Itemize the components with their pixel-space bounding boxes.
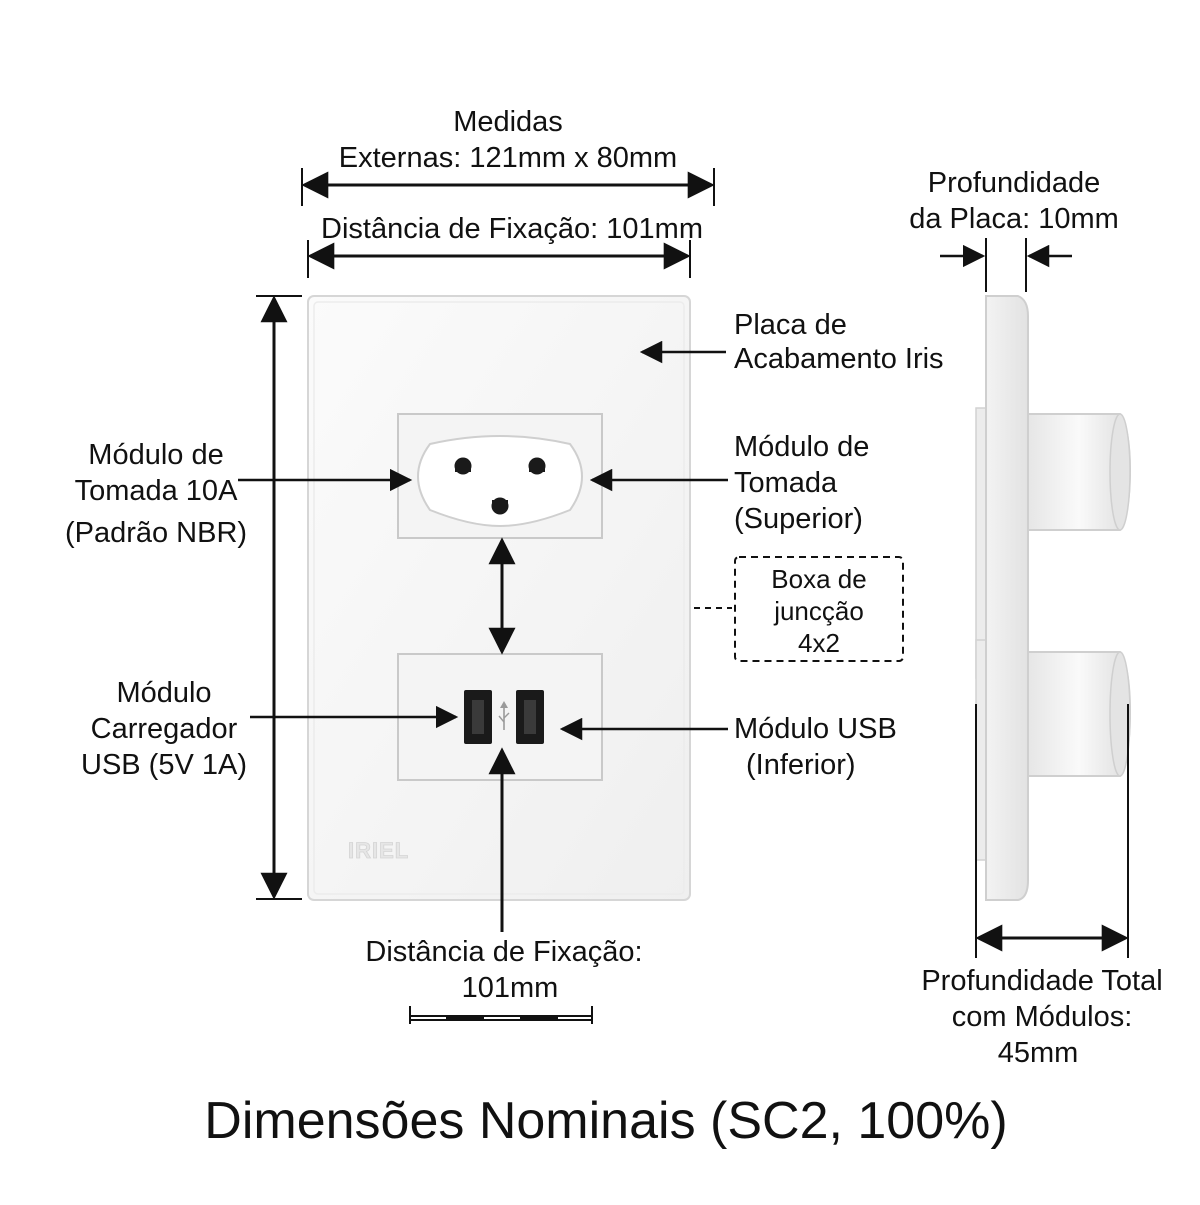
junction-box-line2: juncção <box>773 596 864 626</box>
fixing-bottom-line2: 101mm <box>462 972 559 1004</box>
socket-left-callout: Módulo de Tomada 10A (Padrão NBR) <box>65 439 413 549</box>
plate-depth-line1: Profundidade <box>928 167 1101 199</box>
total-depth-line2: com Módulos: <box>952 1001 1133 1033</box>
plate-depth-line2: da Placa: 10mm <box>909 203 1119 235</box>
junction-box-line1: Boxa de <box>771 564 866 594</box>
external-dimension: Medidas Externas: 121mm x 80mm <box>301 106 715 206</box>
usb-left-line1: Módulo <box>116 677 211 709</box>
front-plate: IRIEL <box>307 295 691 901</box>
junction-box-callout: Boxa de juncção 4x2 <box>694 556 904 662</box>
fixing-bottom-line1: Distância de Fixação: <box>365 936 642 968</box>
usb-left-line2: Carregador <box>91 713 238 745</box>
fixing-dimension-bottom: Distância de Fixação: 101mm <box>365 936 643 1024</box>
usb-port-left <box>464 690 492 744</box>
total-depth-line3: 45mm <box>998 1037 1079 1069</box>
usb-module-side <box>1027 651 1132 777</box>
usb-left-line3: USB (5V 1A) <box>81 749 247 781</box>
side-view <box>975 295 1132 901</box>
diagram-title: Dimensões Nominais (SC2, 100%) <box>204 1092 1007 1150</box>
plate-side-profile <box>985 295 1029 901</box>
usb-right-line1: Módulo USB <box>734 713 897 745</box>
socket-right-line2: Tomada <box>734 467 838 499</box>
socket-left-line2: Tomada 10A <box>75 475 238 507</box>
socket-right-callout: Módulo de Tomada (Superior) <box>589 431 869 535</box>
socket-module <box>397 413 603 539</box>
socket-left-line1: Módulo de <box>88 439 223 471</box>
socket-right-line3: (Superior) <box>734 503 863 535</box>
total-depth-dimension: Profundidade Total com Módulos: 45mm <box>921 704 1163 1069</box>
junction-box-line3: 4x2 <box>798 628 840 658</box>
plate-label-line1: Placa de <box>734 309 847 341</box>
usb-port-right <box>516 690 544 744</box>
brand-logo: IRIEL <box>348 838 409 863</box>
plate-callout: Placa de Acabamento Iris <box>639 309 944 375</box>
total-depth-line1: Profundidade Total <box>921 965 1162 997</box>
fixing-top-label: Distância de Fixação: 101mm <box>321 213 703 245</box>
height-dimension <box>256 295 302 900</box>
socket-left-line3: (Padrão NBR) <box>65 517 247 549</box>
usb-right-line2: (Inferior) <box>746 749 856 781</box>
usb-left-callout: Módulo Carregador USB (5V 1A) <box>81 677 459 781</box>
scale-bar <box>409 1006 593 1024</box>
external-label-line2: Externas: 121mm x 80mm <box>339 142 677 174</box>
plate-depth-dimension: Profundidade da Placa: 10mm <box>909 167 1119 292</box>
nbr-socket-icon <box>417 435 583 528</box>
socket-right-line1: Módulo de <box>734 431 869 463</box>
external-label-line1: Medidas <box>453 106 563 138</box>
plate-label-line2: Acabamento Iris <box>734 343 944 375</box>
socket-module-side <box>1027 413 1132 531</box>
usb-right-callout: Módulo USB (Inferior) <box>559 713 897 781</box>
fixing-dimension-top: Distância de Fixação: 101mm <box>307 213 703 278</box>
usb-symbol-icon <box>498 701 510 730</box>
